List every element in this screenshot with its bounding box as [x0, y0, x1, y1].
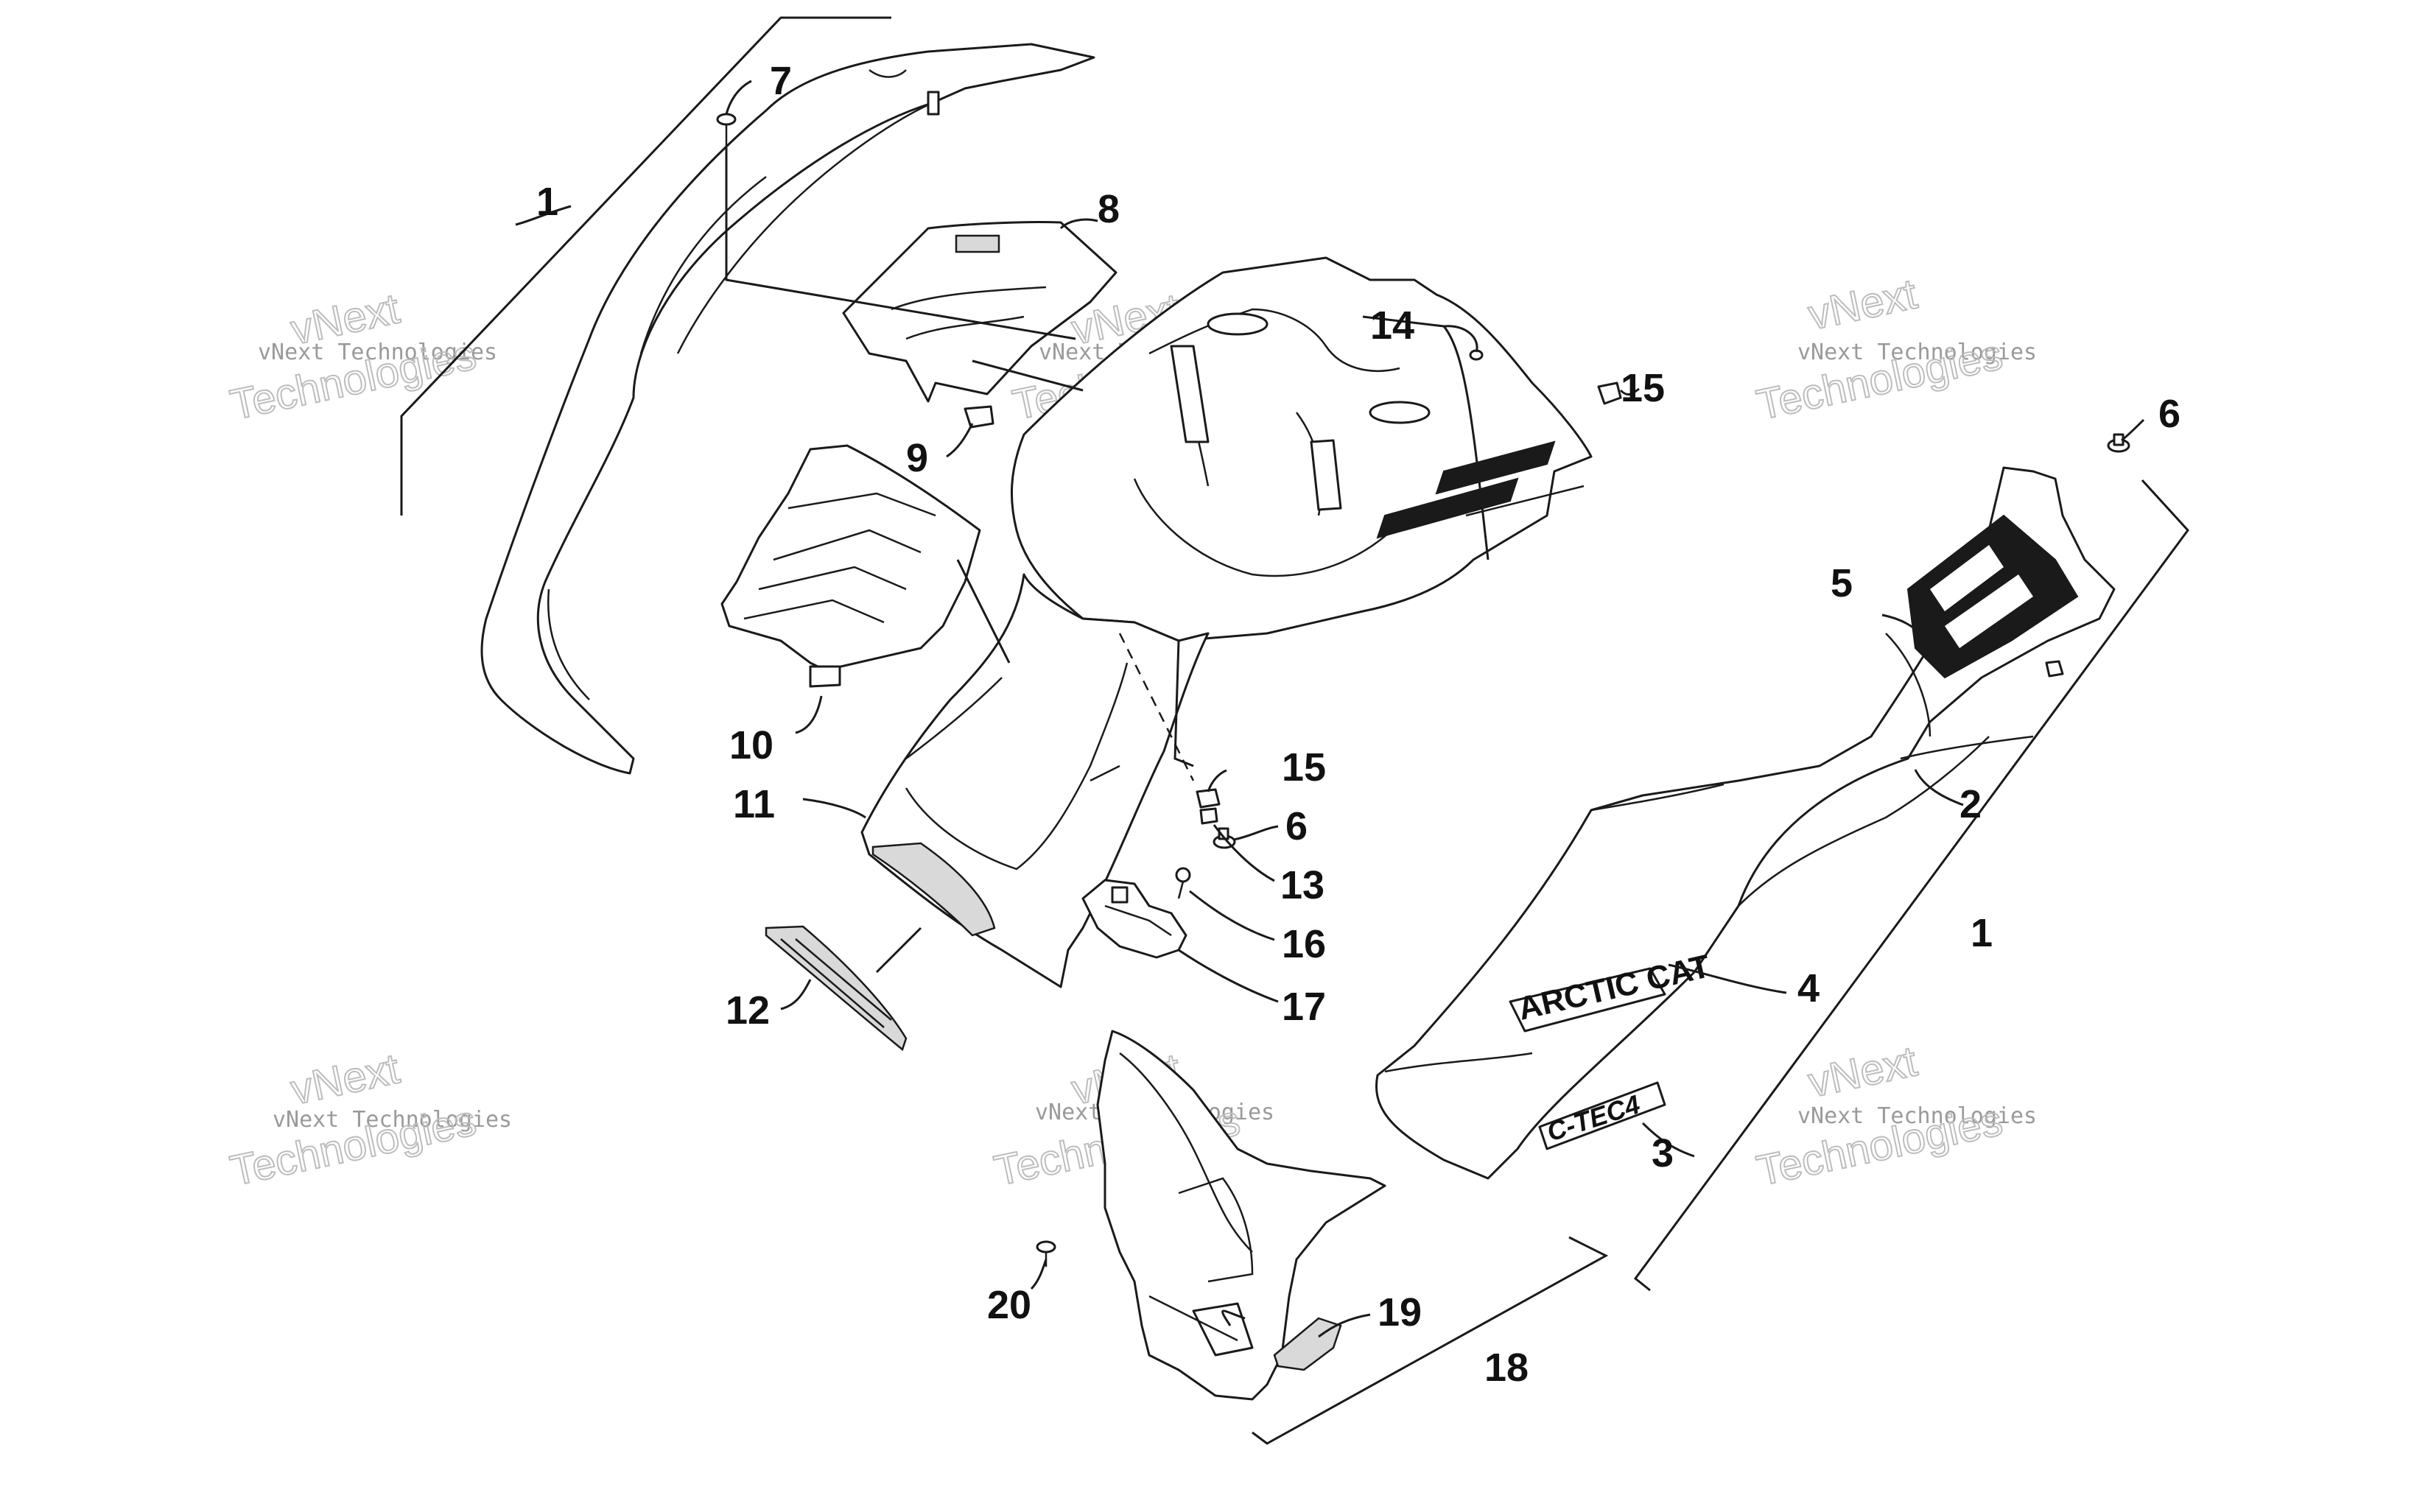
part-rivet-6-mid	[1213, 827, 1236, 849]
callout-16: 16	[1282, 922, 1326, 966]
part-rivet-13	[1199, 807, 1218, 825]
callout-1-left: 1	[536, 180, 558, 224]
bracket-lower-assembly	[1252, 1236, 1609, 1445]
callouts: 1 2 3 4 5 6 6 7 8 9 10 11 12 13 14 15 15…	[536, 59, 2180, 1390]
part-bracket-17	[1081, 879, 1187, 959]
callout-1-right: 1	[1971, 911, 1993, 955]
part-screw-7	[716, 113, 737, 147]
part-top-panel	[842, 221, 1117, 403]
callout-5: 5	[1831, 561, 1853, 605]
leader-lines	[515, 80, 2145, 1338]
callout-15-mid: 15	[1282, 745, 1326, 790]
watermark-vnext: vNext	[1804, 1037, 1921, 1106]
bracket-left-hood-assembly	[400, 16, 891, 516]
part-mesh-screen	[765, 925, 908, 1052]
callout-9: 9	[906, 436, 928, 480]
callout-2: 2	[1959, 782, 1982, 826]
part-right-side-panel: ARCTIC CAT C-TEC4	[1375, 466, 2116, 1180]
part-clip-15-mid	[1196, 788, 1221, 809]
part-lower-assembly	[1096, 1030, 1386, 1401]
callout-13: 13	[1280, 863, 1324, 907]
callout-6-right: 6	[2158, 392, 2180, 436]
watermark-text: vNext Technologies	[273, 1107, 512, 1133]
part-left-side-panel	[480, 43, 1095, 775]
callout-14: 14	[1370, 303, 1414, 348]
bracket-right-hood-assembly	[1633, 479, 2189, 1292]
callout-3: 3	[1652, 1131, 1674, 1175]
part-nose-pan	[860, 256, 1593, 988]
callout-12: 12	[726, 988, 770, 1033]
watermark-top-right: vNext vNext Technologies Technologies	[1752, 269, 2037, 429]
part-screw-16	[1175, 867, 1191, 899]
watermark-text: vNext Technologies	[258, 340, 497, 365]
callout-20: 20	[987, 1283, 1031, 1327]
part-clip-9	[964, 405, 994, 429]
watermark-text: vNext Technologies	[1797, 340, 2037, 365]
part-clip-15-top	[1597, 381, 1622, 405]
callout-15-top: 15	[1621, 366, 1665, 410]
callout-18: 18	[1484, 1346, 1529, 1390]
part-small-mesh-19	[1273, 1317, 1342, 1371]
watermark-bottom-left: vNext vNext Technologies Technologies	[225, 1044, 512, 1195]
callout-11: 11	[733, 782, 775, 826]
watermark-text: vNext Technologies	[1797, 1103, 2037, 1129]
callout-19: 19	[1378, 1290, 1422, 1335]
watermark-vnext: vNext	[287, 1044, 404, 1114]
callout-8: 8	[1098, 187, 1120, 231]
callout-7: 7	[770, 59, 792, 103]
watermark-vnext: vNext	[1804, 270, 1921, 339]
part-rivet-6-right	[2107, 433, 2130, 453]
part-vent-grille	[720, 444, 981, 688]
callout-10: 10	[729, 723, 773, 767]
callout-6-mid: 6	[1285, 804, 1308, 848]
part-screw-20	[1036, 1240, 1056, 1267]
callout-4: 4	[1797, 966, 1820, 1010]
callout-17: 17	[1282, 985, 1326, 1029]
